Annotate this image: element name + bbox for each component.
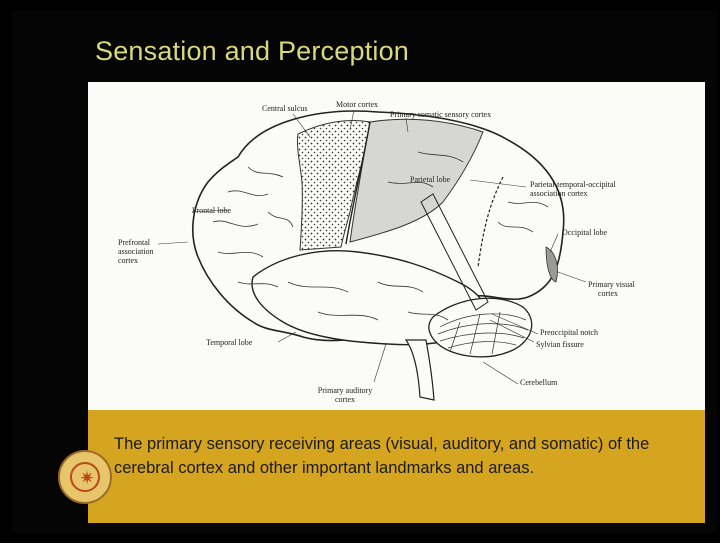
label-prefrontal-2: association: [118, 247, 154, 256]
label-prefrontal-3: cortex: [118, 256, 138, 265]
label-preoccipital-notch: Preoccipital notch: [540, 328, 598, 337]
visual-cortex-region: [546, 247, 558, 282]
caption-text: The primary sensory receiving areas (vis…: [114, 432, 694, 480]
logo-ring: ✷: [70, 462, 100, 492]
label-primary-auditory-1: Primary auditory: [300, 386, 390, 395]
label-sylvian-fissure: Sylvian fissure: [536, 340, 584, 349]
caption-box: ✷ The primary sensory receiving areas (v…: [88, 410, 705, 523]
brain-diagram: Central sulcus Motor cortex Primary soma…: [88, 82, 705, 410]
institute-logo-icon: ✷: [58, 450, 112, 504]
label-central-sulcus: Central sulcus: [262, 104, 308, 113]
label-temporal-lobe: Temporal lobe: [206, 338, 252, 347]
label-pto-association-2: association cortex: [530, 189, 588, 198]
label-primary-visual-1: Primary visual: [588, 280, 635, 289]
slide-title: Sensation and Perception: [95, 36, 409, 67]
label-parietal-lobe: Parietal lobe: [410, 175, 450, 184]
brain-drawing: [88, 82, 705, 410]
label-frontal-lobe: Frontal lobe: [192, 206, 231, 215]
logo-star-icon: ✷: [72, 468, 102, 488]
label-cerebellum: Cerebellum: [520, 378, 557, 387]
brainstem-region: [406, 340, 434, 400]
label-pto-association-1: Parietal-temporal-occipital: [530, 180, 616, 189]
label-prefrontal-1: Prefrontal: [118, 238, 150, 247]
label-primary-somatic-cortex: Primary somatic sensory cortex: [390, 110, 491, 119]
label-occipital-lobe: Occipital lobe: [562, 228, 607, 237]
label-motor-cortex: Motor cortex: [336, 100, 378, 109]
label-primary-auditory-2: cortex: [300, 395, 390, 404]
label-primary-visual-2: cortex: [598, 289, 618, 298]
